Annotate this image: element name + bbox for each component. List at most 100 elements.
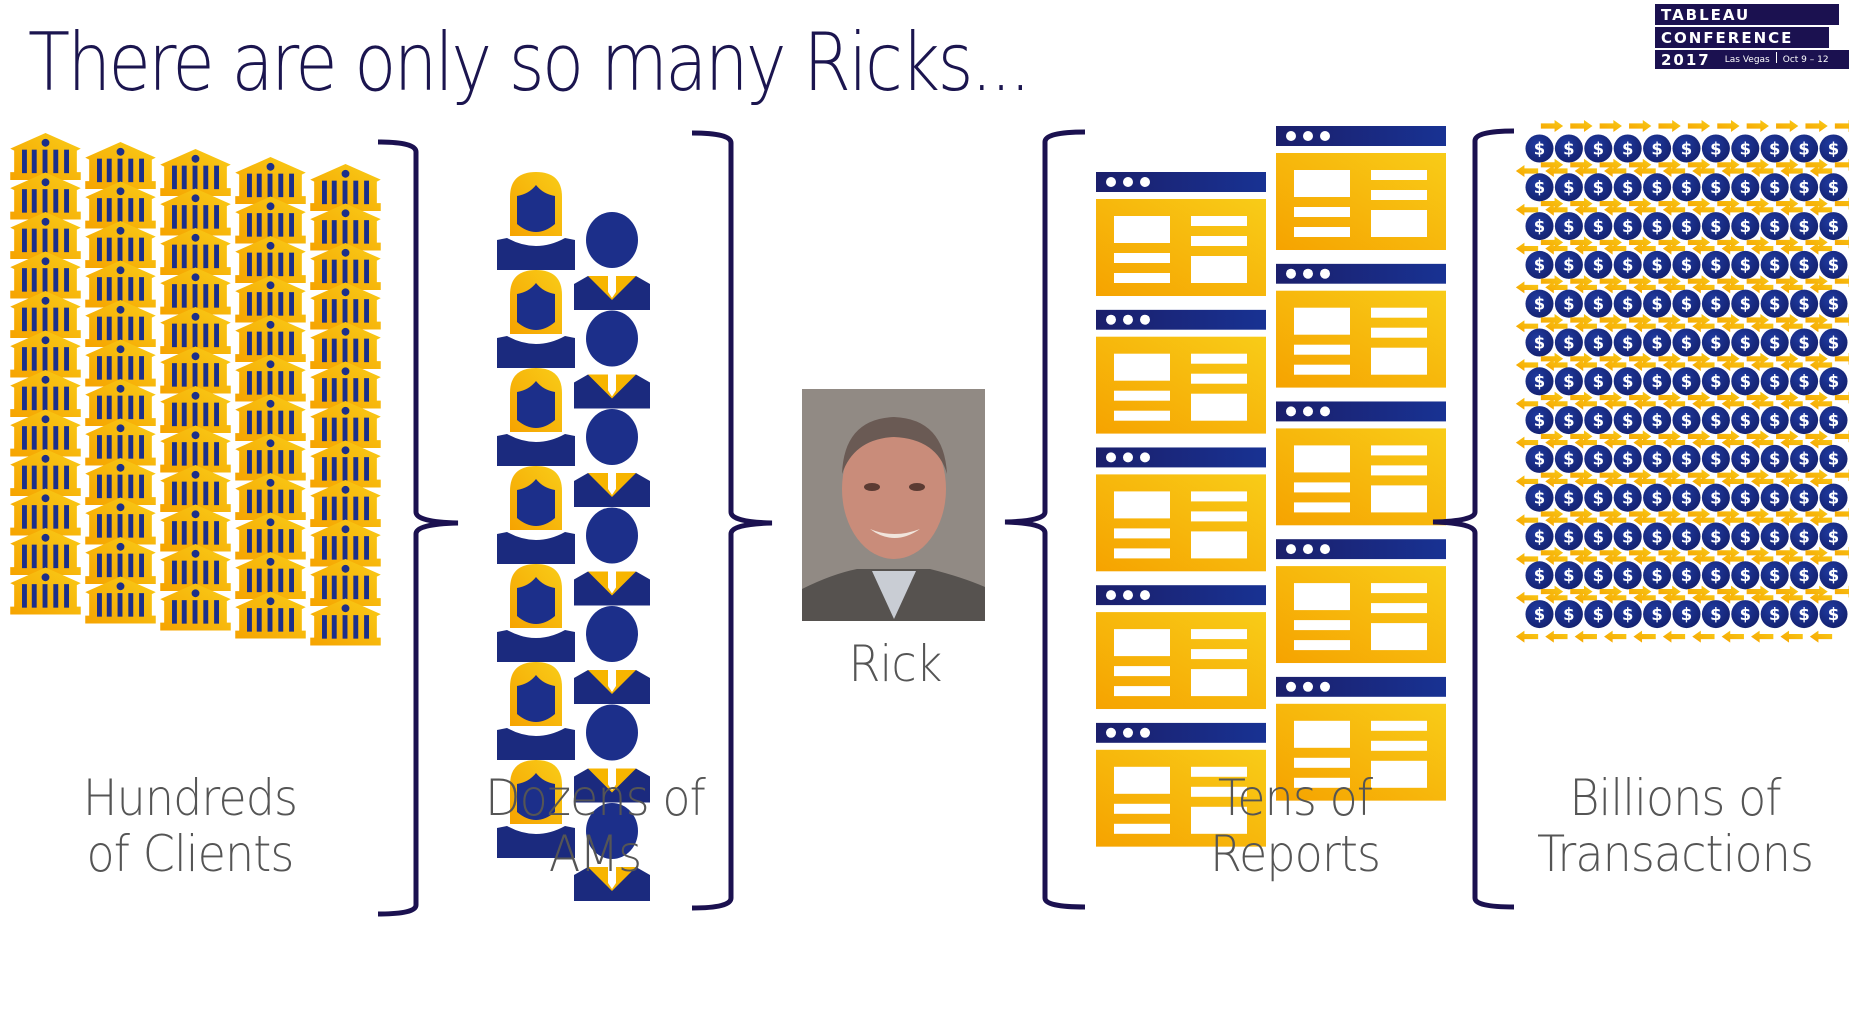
dollar-coin-icon — [1819, 483, 1848, 512]
dollar-coin-icon — [1790, 367, 1819, 396]
dollar-coin-icon — [1731, 600, 1760, 629]
dollar-coin-icon — [1731, 444, 1760, 473]
arrow-left-icon — [1545, 630, 1568, 643]
dollar-coin-icon — [1584, 367, 1613, 396]
dollar-coin-icon — [1672, 483, 1701, 512]
dollar-coin-icon — [1731, 367, 1760, 396]
dollar-coin-icon — [1760, 444, 1789, 473]
dollar-coin-icon — [1525, 444, 1554, 473]
caption-clients: Hundreds of Clients — [34, 770, 347, 882]
dollar-coin-icon — [1731, 483, 1760, 512]
logo-separator — [1775, 52, 1777, 63]
dollar-coin-icon — [1701, 328, 1730, 357]
dollar-coin-icon — [1760, 250, 1789, 279]
rick-photo — [802, 389, 985, 621]
arrow-right-icon — [1658, 120, 1681, 132]
dollar-coin-icon — [1819, 522, 1848, 551]
dollar-coin-icon — [1760, 406, 1789, 435]
caption-ams: Dozens of AMs — [443, 770, 747, 882]
dollar-coin-icon — [1790, 522, 1819, 551]
dollar-coin-icon — [1760, 367, 1789, 396]
caption-rick: Rick — [848, 635, 942, 693]
man-icon — [574, 212, 650, 310]
dollar-coin-icon — [1584, 561, 1613, 590]
woman-icon — [497, 270, 575, 368]
dollar-coin-icon — [1819, 600, 1848, 629]
dollar-coin-icon — [1554, 600, 1583, 629]
dollar-coin-icon — [1554, 406, 1583, 435]
dollar-coin-icon — [1643, 444, 1672, 473]
dollar-coin-icon — [1672, 289, 1701, 318]
brace-ams-to-rick — [691, 130, 773, 911]
man-icon — [574, 606, 650, 704]
dollar-coin-icon — [1643, 522, 1672, 551]
dollar-coin-icon — [1701, 406, 1730, 435]
dollar-coin-icon — [1819, 367, 1848, 396]
logo-year: 2017 — [1661, 51, 1711, 69]
dollar-coin-icon — [1731, 212, 1760, 241]
dollar-coin-icon — [1525, 367, 1554, 396]
dollar-coin-icon — [1554, 522, 1583, 551]
man-icon — [574, 310, 650, 409]
dollar-coin-icon — [1643, 367, 1672, 396]
dollar-coin-icon — [1819, 444, 1848, 473]
dollar-coin-icon — [1819, 250, 1848, 279]
arrow-left-icon — [1809, 630, 1833, 643]
arrow-right-icon — [1599, 120, 1622, 132]
caption-ams-line-1: Dozens of — [485, 769, 706, 827]
woman-icon — [497, 466, 575, 564]
arrow-right-icon — [1746, 120, 1769, 132]
dollar-coin-icon — [1701, 444, 1730, 473]
dollar-coin-icon — [1525, 406, 1554, 435]
report-window-icon — [1276, 539, 1446, 664]
dollar-coin-icon — [1613, 522, 1642, 551]
dollar-coin-icon — [1701, 289, 1730, 318]
dollar-coin-icon — [1672, 561, 1701, 590]
dollar-coin-icon — [1643, 328, 1672, 357]
arrow-left-icon — [1633, 630, 1656, 643]
dollar-coin-icon — [1790, 328, 1819, 357]
brace-rick-to-reports — [1004, 129, 1086, 910]
dollar-coin-icon — [1819, 173, 1848, 202]
dollar-coin-icon — [1554, 250, 1583, 279]
arrow-right-icon — [1570, 120, 1593, 132]
dollar-coin-icon — [1731, 289, 1760, 318]
dollar-coin-icon — [1613, 483, 1642, 512]
dollar-coin-icon — [1525, 561, 1554, 590]
dollar-coin-icon — [1731, 134, 1760, 163]
dollar-coin-icon — [1613, 250, 1642, 279]
dollar-coin-icon — [1701, 522, 1730, 551]
arrow-left-icon — [1604, 630, 1627, 643]
arrow-left-icon — [1574, 630, 1597, 643]
dollar-coin-icon — [1613, 444, 1642, 473]
dollar-coin-icon — [1525, 483, 1554, 512]
man-icon — [574, 409, 650, 507]
report-window-icon — [1096, 309, 1266, 434]
dollar-coin-icon — [1731, 522, 1760, 551]
dollar-coin-icon — [1525, 328, 1554, 357]
dollar-coin-icon — [1525, 134, 1554, 163]
dollar-coin-icon — [1672, 328, 1701, 357]
dollar-coin-icon — [1643, 134, 1672, 163]
arrow-left-icon — [1692, 630, 1715, 643]
dollar-coin-icon — [1760, 328, 1789, 357]
dollar-coin-icon — [1613, 173, 1642, 202]
dollar-coin-icon — [1643, 561, 1672, 590]
dollar-coin-icon — [1584, 173, 1613, 202]
dollar-coin-icon — [1760, 483, 1789, 512]
dollar-coin-icon — [1701, 250, 1730, 279]
dollar-coin-icon — [1554, 212, 1583, 241]
dollar-coin-icon — [1760, 134, 1789, 163]
dollar-coin-icon — [1790, 561, 1819, 590]
transactions-grid — [1515, 120, 1849, 643]
woman-icon — [497, 662, 575, 760]
dollar-coin-icon — [1731, 173, 1760, 202]
dollar-coin-icon — [1701, 134, 1730, 163]
dollar-coin-icon — [1584, 212, 1613, 241]
dollar-coin-icon — [1672, 134, 1701, 163]
slide-title: There are only so many Ricks... — [28, 16, 1031, 109]
dollar-coin-icon — [1790, 289, 1819, 318]
dollar-coin-icon — [1584, 483, 1613, 512]
dollar-coin-icon — [1819, 134, 1848, 163]
